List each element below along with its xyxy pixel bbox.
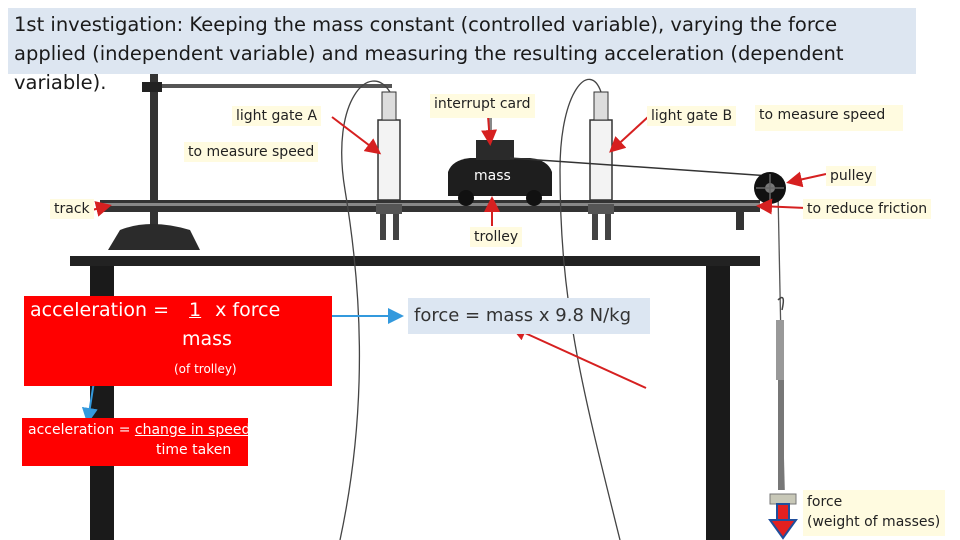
label-light-gate-a: light gate A (232, 106, 322, 126)
table (70, 256, 760, 540)
light-gate-a (376, 91, 402, 240)
acceleration-formula-box: acceleration = 1 x force mass (of trolley… (24, 296, 332, 386)
pointer-arrows (91, 115, 827, 389)
formula-prefix: acceleration = (30, 299, 176, 321)
speed-formula-prefix: acceleration = (28, 422, 135, 438)
label-track: track (50, 199, 94, 219)
force-down-arrow (768, 503, 798, 540)
label-to-measure-speed-right: to measure speed (755, 105, 903, 131)
formula-denominator: mass (182, 328, 232, 350)
acceleration-formula-line1: acceleration = 1 x force (30, 299, 280, 321)
label-to-measure-speed-left: to measure speed (184, 142, 319, 162)
page-title: 1st investigation: Keeping the mass cons… (8, 8, 916, 94)
formula-numerator: 1 (189, 299, 202, 321)
label-interrupt-card: interrupt card (430, 94, 535, 118)
force-weight-line2: (weight of masses) (807, 514, 941, 530)
light-gate-b (588, 91, 614, 240)
formula-suffix: x force (215, 299, 281, 321)
wire-b (559, 78, 621, 540)
track (100, 200, 760, 230)
pulley (754, 172, 786, 204)
retort-stand (108, 74, 392, 250)
speed-formula-numerator: change in speed (134, 422, 251, 438)
string (509, 157, 771, 177)
force-weight-line1: force (807, 494, 843, 510)
speed-formula-line1: acceleration = change in speed (28, 422, 250, 438)
label-mass: mass (474, 168, 511, 184)
force-formula: force = mass x 9.8 N/kg (408, 298, 650, 334)
label-force-weight: force (weight of masses) (803, 490, 945, 536)
speed-formula-box: acceleration = change in speed time take… (22, 418, 250, 466)
formula-note: (of trolley) (174, 362, 237, 376)
trolley (448, 118, 552, 206)
label-trolley: trolley (470, 227, 523, 247)
hanging-masses (769, 296, 797, 505)
label-light-gate-b: light gate B (647, 106, 737, 126)
label-to-reduce-friction: to reduce friction (803, 199, 932, 219)
label-pulley: pulley (826, 166, 877, 186)
wire-a (339, 80, 391, 540)
speed-formula-denominator: time taken (156, 442, 232, 458)
